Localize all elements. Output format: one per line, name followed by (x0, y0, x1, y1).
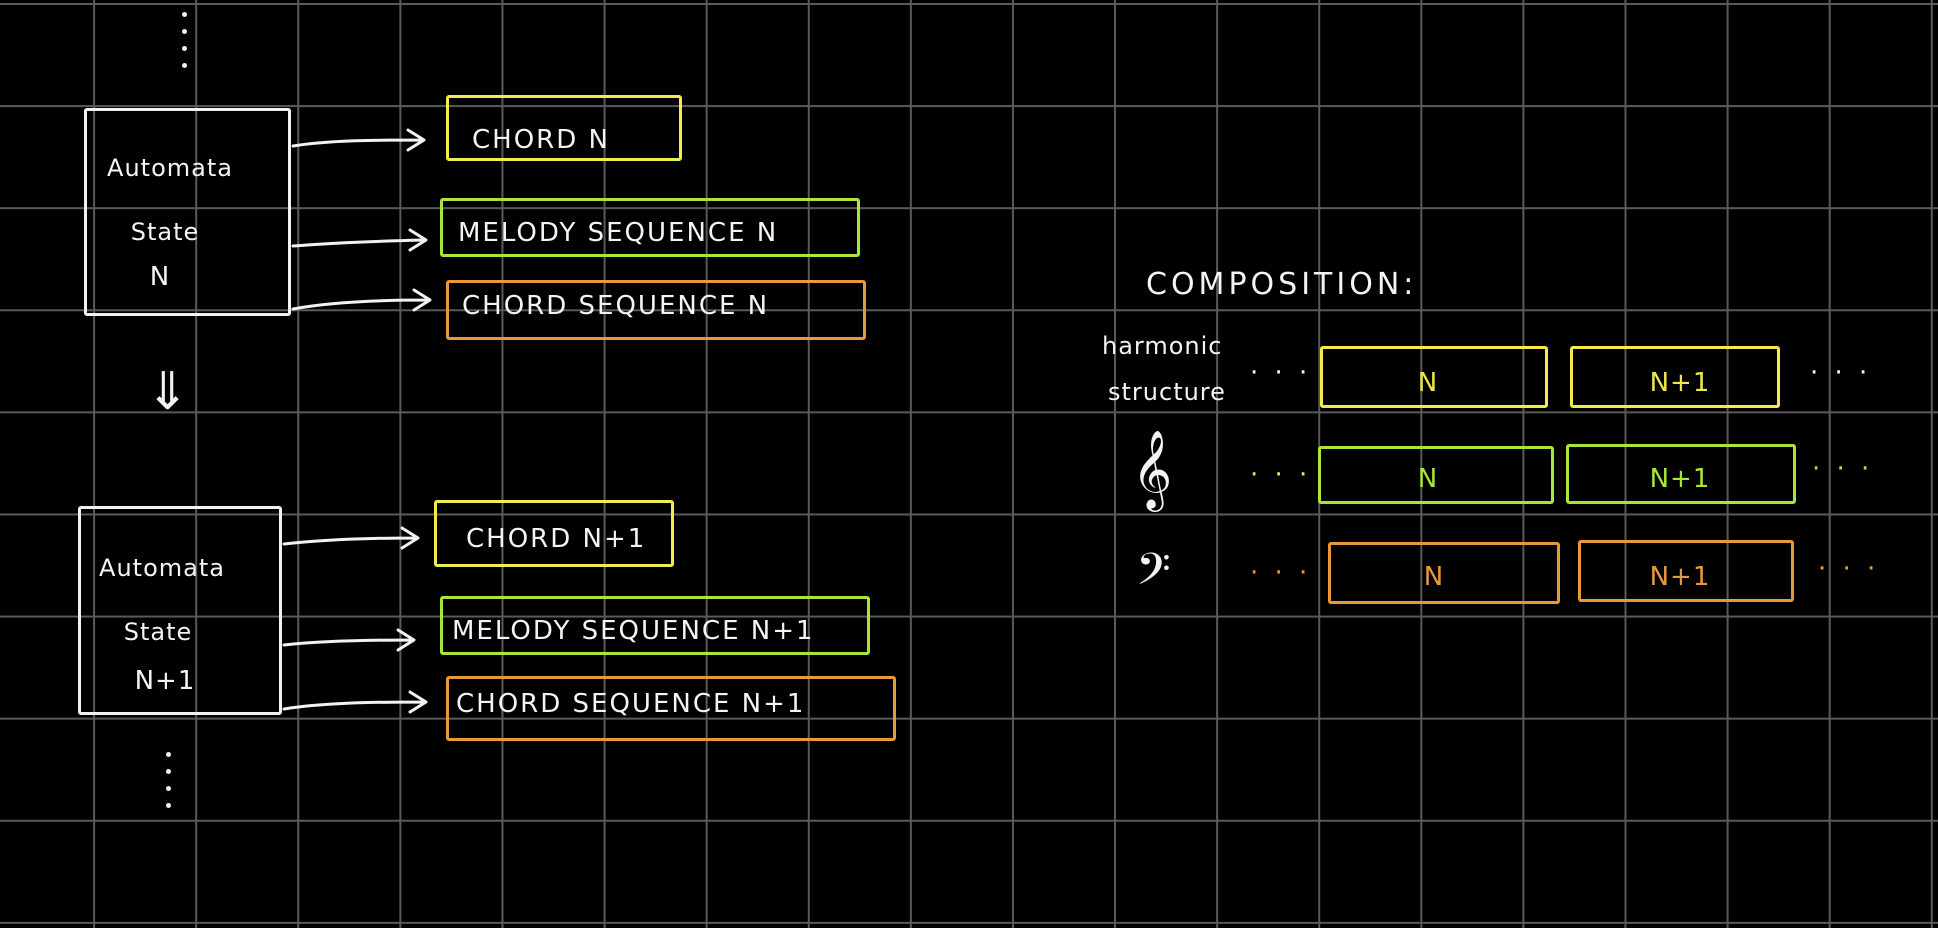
chord-sequence-n1-box (446, 676, 896, 741)
state-n1-line3: N+1 (134, 666, 196, 696)
treble-cell-n1-box (1566, 444, 1796, 504)
treble-clef-icon: 𝄞 (1132, 430, 1173, 509)
chord-n1-label: CHORD N+1 (466, 524, 647, 554)
harmonic-structure-label-line2: structure (1108, 378, 1226, 406)
arrow-state-n-to-sequence (291, 288, 432, 312)
melody-sequence-n1-label: MELODY SEQUENCE N+1 (452, 616, 815, 646)
harmonic-ellipsis-left: · · · (1250, 358, 1312, 388)
state-n1-line1: Automata (99, 554, 225, 582)
harmonic-cell-n-box (1320, 346, 1548, 408)
arrow-state-n-to-melody (291, 228, 428, 252)
bass-cell-n-box (1328, 542, 1560, 604)
state-n-line1: Automata (107, 154, 233, 182)
bass-ellipsis-right: · · · (1818, 554, 1880, 584)
treble-ellipsis-left: · · · (1250, 460, 1312, 490)
treble-ellipsis-right: · · · (1812, 454, 1874, 484)
melody-sequence-n1-box (440, 596, 870, 655)
treble-cell-n-box (1318, 446, 1554, 504)
arrow-state-n-to-chord (291, 128, 426, 152)
chord-sequence-n1-label: CHORD SEQUENCE N+1 (456, 689, 806, 719)
chord-n-box (446, 95, 682, 161)
bass-cell-n1-box (1578, 540, 1794, 602)
treble-cell-n-label: N (1417, 464, 1439, 494)
harmonic-structure-label-line1: harmonic (1102, 332, 1223, 360)
melody-sequence-n-box (440, 198, 860, 257)
bass-ellipsis-left: · · · (1250, 558, 1312, 588)
continuation-dots-top (182, 12, 188, 80)
state-n-line2: State (130, 218, 200, 246)
state-n1-line2: State (123, 618, 193, 646)
bass-cell-n1-label: N+1 (1649, 562, 1711, 592)
composition-title: COMPOSITION: (1146, 267, 1418, 302)
chord-n-label: CHORD N (472, 125, 610, 155)
harmonic-cell-n-label: N (1417, 368, 1439, 398)
chord-sequence-n-label: CHORD SEQUENCE N (462, 291, 770, 321)
automata-state-n-box (84, 108, 291, 316)
chord-sequence-n-box (446, 280, 866, 340)
bass-clef-icon: 𝄢 (1136, 543, 1171, 606)
arrow-state-n1-to-chord (282, 526, 420, 550)
harmonic-ellipsis-right: · · · (1810, 358, 1872, 388)
transition-arrow-down: ⇓ (145, 362, 191, 422)
treble-cell-n1-label: N+1 (1649, 464, 1711, 494)
harmonic-cell-n1-box (1570, 346, 1780, 408)
chord-n1-box (434, 500, 674, 567)
harmonic-cell-n1-label: N+1 (1649, 368, 1711, 398)
continuation-dots-bottom (166, 752, 172, 820)
bass-cell-n-label: N (1423, 562, 1445, 592)
arrow-state-n1-to-sequence (282, 690, 428, 714)
melody-sequence-n-label: MELODY SEQUENCE N (458, 218, 779, 248)
state-n-line3: N (149, 262, 171, 292)
automata-state-n1-box (78, 506, 282, 715)
arrow-state-n1-to-melody (282, 628, 416, 652)
